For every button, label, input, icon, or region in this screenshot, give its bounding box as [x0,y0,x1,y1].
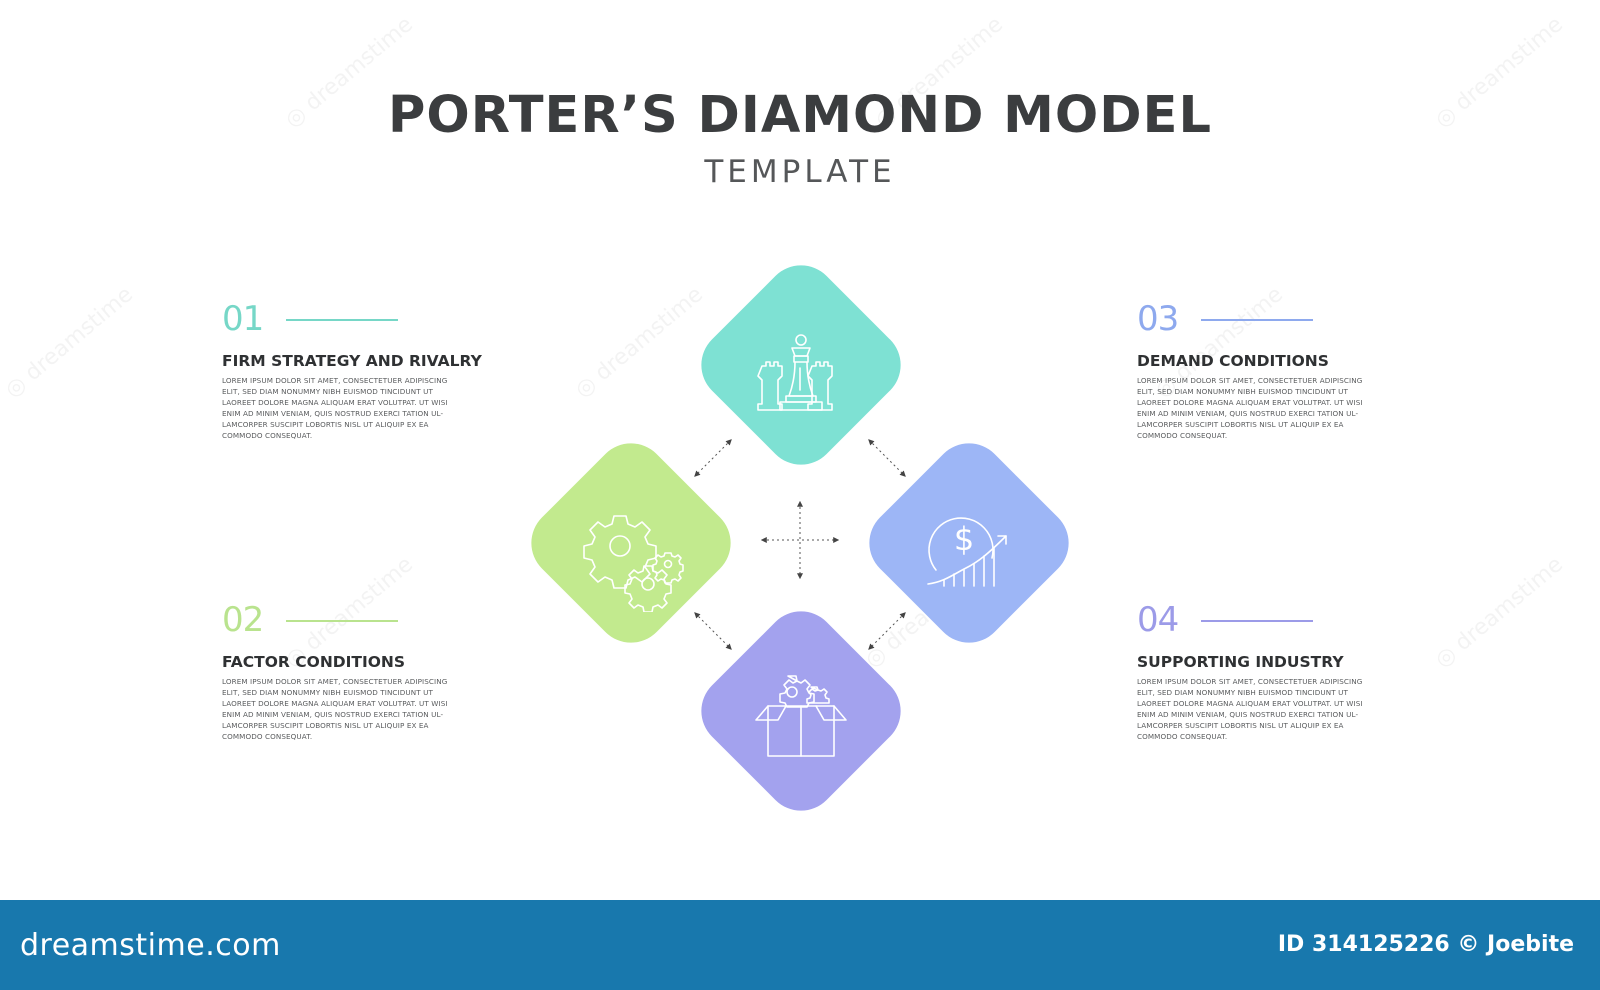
gears-icon [583,515,684,612]
item-number: 04 [1137,600,1179,640]
item-03-block: 03 DEMAND CONDITIONS LOREM IPSUM DOLOR S… [1137,297,1397,442]
connector-left-bottom [694,612,732,650]
item-number: 01 [222,299,264,339]
item-04-block: 04 SUPPORTING INDUSTRY LOREM IPSUM DOLOR… [1137,598,1397,743]
item-heading: FACTOR CONDITIONS [222,653,406,671]
item-divider-line [1201,319,1313,321]
item-01-block: 01 FIRM STRATEGY AND RIVALRY LOREM IPSUM… [222,297,482,442]
connector-top-right [868,439,906,477]
item-number-row: 04 [1137,598,1397,642]
footer-image-id: ID 314125226 © Joebite [1277,932,1574,957]
page-title: PORTER’S DIAMOND MODEL [388,86,1212,145]
footer-logo[interactable]: dreamstime.com [20,928,281,963]
item-02-block: 02 FACTOR CONDITIONS LOREM IPSUM DOLOR S… [222,598,482,743]
connector-right-bottom [868,612,906,650]
item-number-row: 01 [222,297,482,341]
chess-pieces-icon [757,334,833,411]
page-subtitle: TEMPLATE [704,154,896,190]
item-divider-line [1201,620,1313,622]
item-divider-line [286,319,398,321]
svg-text:$: $ [954,520,974,558]
connector-top-left [694,439,732,477]
item-number-row: 03 [1137,297,1397,341]
item-body-text: LOREM IPSUM DOLOR SIT AMET, CONSECTETUER… [222,376,448,441]
item-body-text: LOREM IPSUM DOLOR SIT AMET, CONSECTETUER… [1137,376,1363,441]
item-body-text: LOREM IPSUM DOLOR SIT AMET, CONSECTETUER… [222,677,448,742]
gear-box-icon [755,675,847,757]
dollar-growth-icon: $ [927,517,1007,587]
item-heading: DEMAND CONDITIONS [1137,352,1329,370]
item-number: 02 [222,600,264,640]
item-heading: FIRM STRATEGY AND RIVALRY [222,352,482,370]
footer-bar: dreamstime.com ID 314125226 © Joebite [0,900,1600,990]
item-divider-line [286,620,398,622]
item-number-row: 02 [222,598,482,642]
item-body-text: LOREM IPSUM DOLOR SIT AMET, CONSECTETUER… [1137,677,1363,742]
item-number: 03 [1137,299,1179,339]
item-heading: SUPPORTING INDUSTRY [1137,653,1344,671]
connector-arrows [694,439,906,650]
